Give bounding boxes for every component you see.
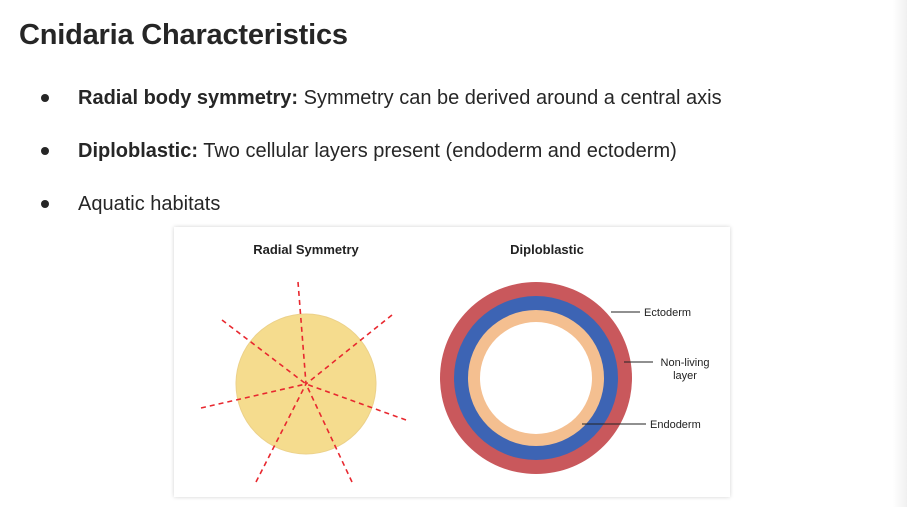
bullet-term: Diploblastic: <box>78 139 199 162</box>
radial-heading: Radial Symmetry <box>253 242 359 257</box>
body-cavity <box>480 322 592 434</box>
bullet-text: Two cellular layers present (endoderm an… <box>198 139 677 162</box>
slide-title: Cnidaria Characteristics <box>19 19 348 51</box>
bullet-aquatic: Aquatic habitats <box>41 189 220 219</box>
symmetry-axis-line <box>305 383 353 483</box>
radial-axes <box>200 281 407 483</box>
ectoderm-label: Ectoderm <box>644 307 691 319</box>
bullet-text: Aquatic habitats <box>78 192 221 215</box>
endoderm-label: Endoderm <box>650 419 701 431</box>
nonliving-label-line2: layer <box>673 370 697 382</box>
diploblastic-heading: Diploblastic <box>510 242 584 257</box>
bullet-radial-symmetry: Radial body symmetry: Symmetry can be de… <box>41 83 722 113</box>
slide-edge <box>893 0 907 507</box>
bullet-dot <box>41 200 49 208</box>
bullet-diploblastic: Diploblastic: Two cellular layers presen… <box>41 136 677 166</box>
symmetry-axis-line <box>297 281 307 385</box>
figure-card: Radial Symmetry Diploblastic Ectoderm No… <box>174 227 730 497</box>
bullet-text: Symmetry can be derived around a central… <box>298 86 722 109</box>
bullet-dot <box>41 147 49 155</box>
figure-illustration: Radial Symmetry Diploblastic Ectoderm No… <box>200 242 710 483</box>
symmetry-axis-line <box>255 383 307 483</box>
bullet-dot <box>41 94 49 102</box>
symmetry-axis-line <box>305 314 393 385</box>
bullet-term: Radial body symmetry: <box>78 86 299 109</box>
nonliving-label-line1: Non-living <box>661 357 710 369</box>
